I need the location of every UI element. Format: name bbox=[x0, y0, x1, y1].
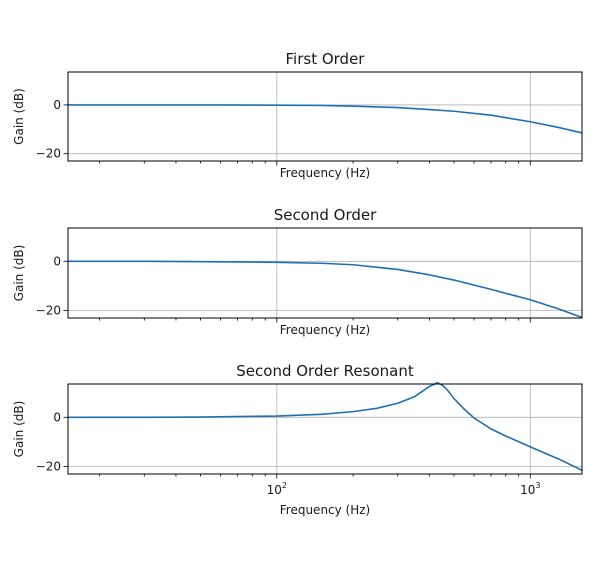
axes-frame bbox=[67, 227, 583, 319]
y-tick-label: 0 bbox=[53, 254, 61, 268]
x-axis-label: Frequency (Hz) bbox=[280, 503, 371, 517]
x-axis-label: Frequency (Hz) bbox=[280, 166, 371, 180]
y-axis-label: Gain (dB) bbox=[12, 401, 26, 458]
gain-curve bbox=[68, 381, 583, 472]
subplot-second-order-resonant: 0 −20 102 103 Second Order ResonantFrequency… bbox=[12, 362, 583, 517]
axes-frame bbox=[67, 71, 583, 162]
x-tick-label: 102 bbox=[267, 481, 287, 497]
y-tick-label: −20 bbox=[36, 460, 61, 474]
y-tick-label: 0 bbox=[53, 410, 61, 424]
y-tick-label: 0 bbox=[53, 98, 61, 112]
gain-curve bbox=[68, 104, 583, 134]
subplot-title: First Order bbox=[286, 50, 366, 68]
x-axis-label: Frequency (Hz) bbox=[280, 323, 371, 337]
subplot-title: Second Order Resonant bbox=[236, 362, 414, 380]
y-axis-label: Gain (dB) bbox=[12, 88, 26, 145]
subplot-title: Second Order bbox=[274, 206, 377, 224]
y-axis-label: Gain (dB) bbox=[12, 245, 26, 302]
gain-curve bbox=[68, 260, 583, 319]
y-tick-label: −20 bbox=[36, 304, 61, 318]
axes-frame bbox=[67, 383, 583, 475]
x-tick-label: 103 bbox=[520, 481, 540, 497]
y-tick-label: −20 bbox=[36, 147, 61, 161]
